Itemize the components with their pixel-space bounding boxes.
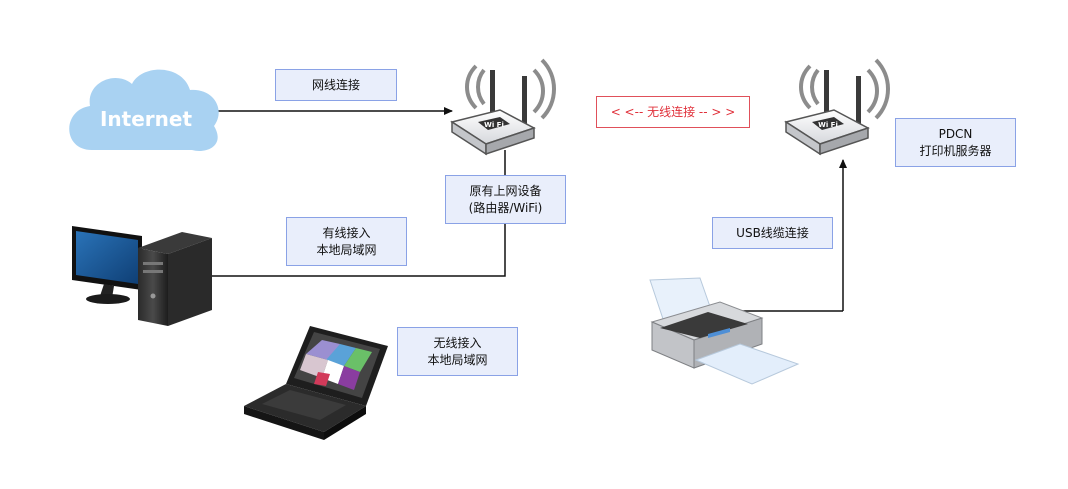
pdcn-label: PDCN 打印机服务器 <box>895 118 1016 167</box>
router-wifi-badge: Wi Fi <box>818 121 838 129</box>
pdcn-label-line2: 打印机服务器 <box>919 143 992 158</box>
usb-cable-label: USB线缆连接 <box>712 217 833 249</box>
router-label-line2: (路由器/WiFi) <box>468 200 543 215</box>
desktop-computer-icon <box>72 226 212 326</box>
wireless-access-label: 无线接入 本地局域网 <box>397 327 518 376</box>
wired-access-label: 有线接入 本地局域网 <box>286 217 407 266</box>
router-label: 原有上网设备 (路由器/WiFi) <box>445 175 566 224</box>
router-wifi-badge: Wi Fi <box>484 121 504 129</box>
router-label-line1: 原有上网设备 <box>469 183 542 198</box>
wireless-connection-label: < <-- 无线连接 -- > > <box>596 96 750 128</box>
wired-access-line1: 有线接入 <box>322 225 371 240</box>
router-icon: Wi Fi <box>784 58 890 156</box>
wireless-access-line2: 本地局域网 <box>427 352 488 367</box>
wireless-access-line1: 无线接入 <box>433 335 482 350</box>
wired-connection-text: 网线连接 <box>311 77 360 92</box>
wireless-connection-text: < <-- 无线连接 -- > > <box>610 104 736 119</box>
laptop-icon <box>244 326 388 440</box>
wired-access-line2: 本地局域网 <box>316 242 377 257</box>
cloud-label: Internet <box>100 107 192 131</box>
wired-connection-label: 网线连接 <box>275 69 397 101</box>
cloud-icon: Internet <box>69 69 219 151</box>
printer-icon <box>649 277 800 385</box>
usb-cable-text: USB线缆连接 <box>736 225 809 240</box>
router-icon: Wi Fi <box>450 58 556 156</box>
pdcn-label-line1: PDCN <box>938 126 973 141</box>
